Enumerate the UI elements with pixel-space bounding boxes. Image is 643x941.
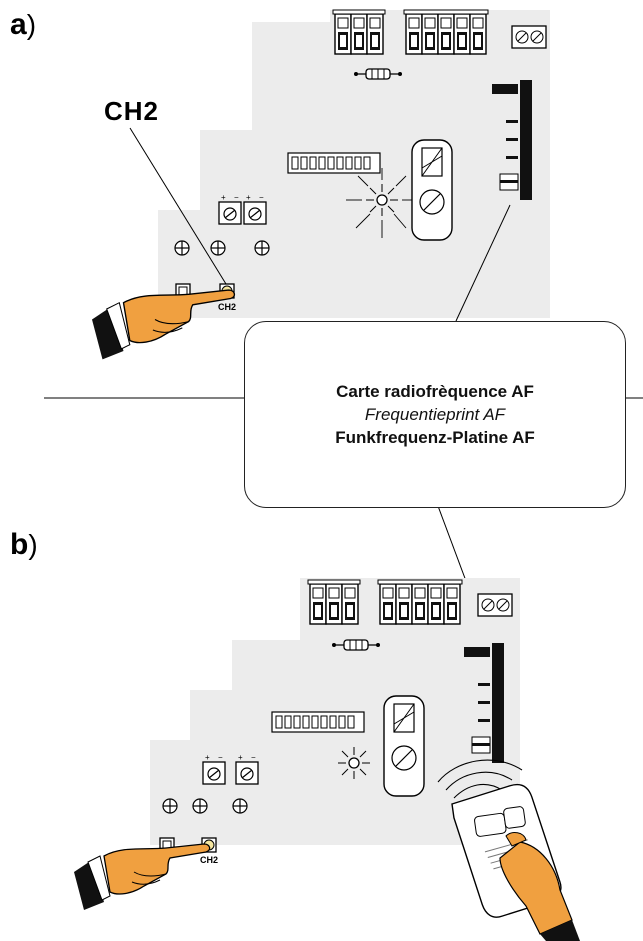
panel-a-ch2-leader xyxy=(129,127,227,285)
callout-line-dutch: Frequentieprint AF xyxy=(364,405,506,424)
panel-b-ch2-button-label: CH2 xyxy=(200,855,219,865)
panel-a-led xyxy=(365,183,399,217)
panel-b-dip-switch xyxy=(271,711,365,733)
panel-b-screw-1 xyxy=(162,798,178,814)
panel-b-screw-3 xyxy=(232,798,248,814)
callout-line-german: Funkfrequenz-Platine AF xyxy=(335,428,535,447)
panel-a-relay xyxy=(411,139,453,241)
panel-b-relay xyxy=(383,695,425,797)
panel-a-card-leader xyxy=(455,204,511,322)
panel-b-screw-2 xyxy=(192,798,208,814)
panel-a-terminal-blocks xyxy=(332,9,547,55)
radio-waves-icon xyxy=(437,759,523,799)
panel-a-screw-3 xyxy=(254,240,270,256)
callout-line-french: Carte radiofrèquence AF xyxy=(336,382,534,401)
panel-b-led xyxy=(337,746,371,780)
panel-a-ch2-button-label: CH2 xyxy=(218,302,237,312)
rf-card-callout-box: Carte radiofrèquence AF Frequentieprint … xyxy=(244,321,626,508)
panel-a-led-rays xyxy=(346,168,414,238)
panel-b-hand-icon xyxy=(73,843,211,911)
panel-a-label: a) xyxy=(10,8,37,41)
ch2-callout-label: CH2 xyxy=(104,96,160,126)
panel-b-label: b) xyxy=(10,528,38,561)
panel-a-hand-icon xyxy=(91,289,236,361)
panel-a-screw-2 xyxy=(210,240,226,256)
panel-a-screw-1 xyxy=(174,240,190,256)
panel-b-remote-hand-icon xyxy=(499,832,580,941)
panel-b-terminal-blocks xyxy=(307,579,513,625)
panel-a-dip-switch xyxy=(287,152,381,174)
